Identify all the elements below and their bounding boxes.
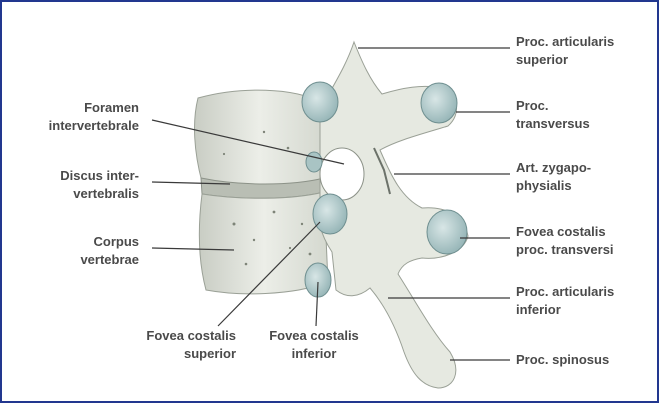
label-discus-line1: Discus inter- [60,168,139,183]
label-foramen-line1: Foramen [84,100,139,115]
label-fovea-inf-line1: Fovea costalis [269,328,359,343]
label-corpus-line2: vertebrae [80,252,139,267]
label-art-inf-line2: inferior [516,302,561,317]
label-art-sup-line1: Proc. articularis [516,34,614,49]
label-art-inf-line1: Proc. articularis [516,284,614,299]
label-fovea-sup-line2: superior [184,346,236,361]
label-foramen-line2: intervertebrale [49,118,139,133]
label-fovea-tr-line1: Fovea costalis [516,224,606,239]
label-art-sup-line2: superior [516,52,568,67]
bottom-center-labels: Fovea costalis inferior [269,328,359,361]
vertebra-diagram: Foramen intervertebrale Discus inter- ve… [2,2,657,401]
costal-facet-transverse [427,210,467,254]
label-transv-line1: Proc. [516,98,549,113]
label-zyg-line2: physialis [516,178,572,193]
label-discus-line2: vertebralis [73,186,139,201]
intervertebral-foramen [320,148,364,200]
label-transv-line2: transversus [516,116,590,131]
label-corpus-line1: Corpus [94,234,140,249]
foramen-rim-cartilage [306,152,322,172]
transverse-process-facet [421,83,457,123]
label-zyg-line1: Art. zygapo- [516,160,591,175]
label-fovea-inf-line2: inferior [292,346,337,361]
right-labels: Proc. articularis superior Proc. transve… [516,34,614,367]
label-spinosus: Proc. spinosus [516,352,609,367]
label-fovea-sup-line1: Fovea costalis [146,328,236,343]
label-fovea-tr-line2: proc. transversi [516,242,614,257]
costal-facet-superior [313,194,347,234]
superior-facet-cartilage [302,82,338,122]
